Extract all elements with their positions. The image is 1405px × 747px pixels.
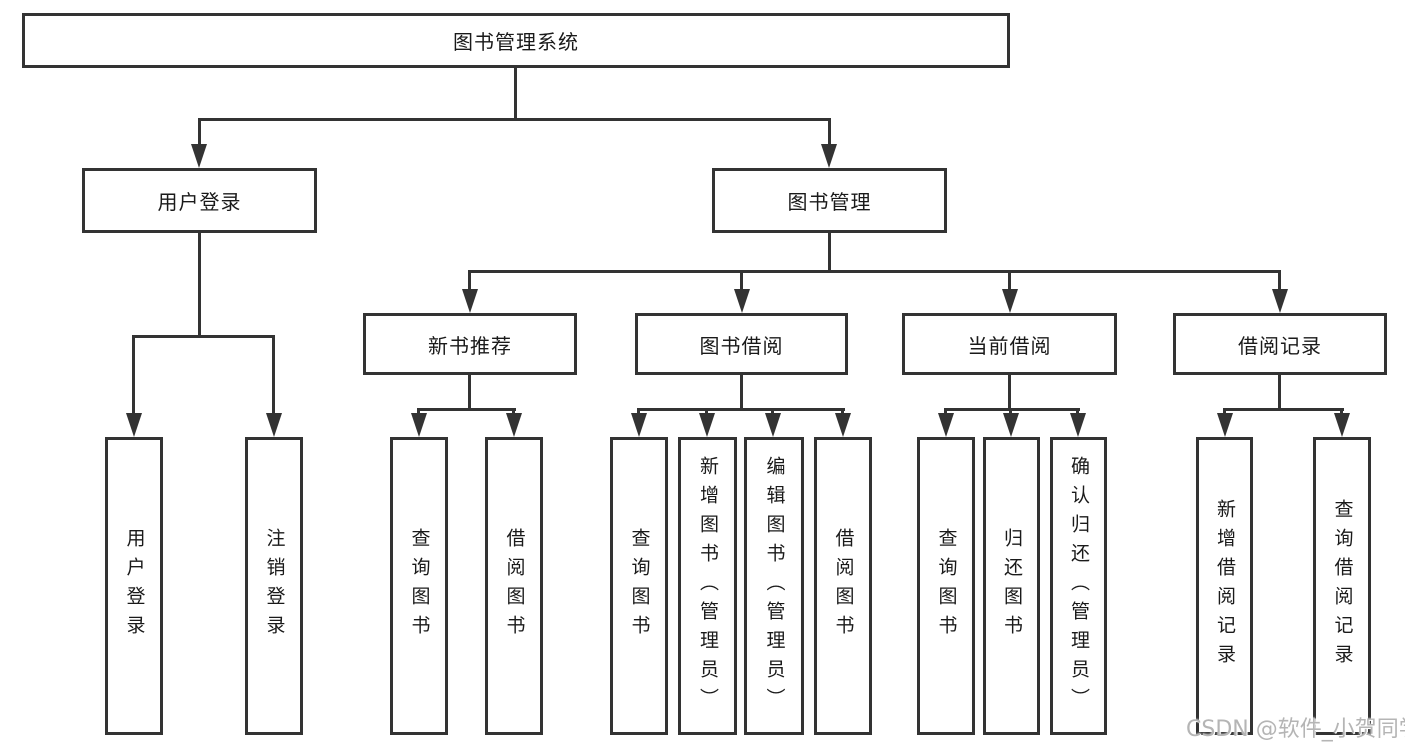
arrowhead-icon [938, 413, 954, 437]
leaf-query-books: 查询图书 [390, 437, 448, 735]
connector-line [132, 335, 275, 338]
arrowhead-icon [126, 413, 142, 437]
arrowhead-icon [1002, 289, 1018, 313]
arrowhead-icon [631, 413, 647, 437]
leaf-label: 新增图书（管理员） [697, 455, 719, 717]
leaf-label: 归还图书 [1001, 528, 1023, 644]
connector-line [468, 270, 471, 295]
connector-line [1008, 375, 1011, 408]
connector-line [828, 233, 831, 270]
arrowhead-icon [506, 413, 522, 437]
leaf-query-books: 查询图书 [610, 437, 668, 735]
arrowhead-icon [1003, 413, 1019, 437]
leaf-edit-books-admin: 编辑图书（管理员） [744, 437, 804, 735]
node-book-management: 图书管理 [712, 168, 947, 233]
node-current-borrow: 当前借阅 [902, 313, 1117, 375]
leaf-label: 用户登录 [123, 528, 146, 644]
leaf-user-login: 用户登录 [105, 437, 163, 735]
watermark-text: CSDN @软件_小贺同学 [1186, 717, 1405, 742]
leaf-label: 确认归还（管理员） [1068, 455, 1090, 717]
leaf-label: 注销登录 [263, 528, 286, 644]
leaf-label: 查询图书 [408, 528, 431, 644]
connector-line [198, 233, 201, 335]
connector-line [198, 118, 201, 148]
arrowhead-icon [734, 289, 750, 313]
connector-line [132, 335, 135, 417]
connector-line [272, 335, 275, 417]
leaf-borrow-books: 借阅图书 [485, 437, 543, 735]
leaf-label: 查询图书 [935, 528, 958, 644]
connector-line [740, 375, 743, 408]
leaf-query-borrow-record: 查询借阅记录 [1313, 437, 1371, 735]
node-root: 图书管理系统 [22, 13, 1010, 68]
leaf-add-borrow-record: 新增借阅记录 [1196, 437, 1253, 735]
arrowhead-icon [699, 413, 715, 437]
connector-line [740, 270, 743, 295]
leaf-label: 借阅图书 [503, 528, 526, 644]
leaf-confirm-return-admin: 确认归还（管理员） [1050, 437, 1107, 735]
arrowhead-icon [462, 289, 478, 313]
arrowhead-icon [266, 413, 282, 437]
arrowhead-icon [1070, 413, 1086, 437]
node-new-book-recommend: 新书推荐 [363, 313, 577, 375]
arrowhead-icon [411, 413, 427, 437]
leaf-add-books-admin: 新增图书（管理员） [678, 437, 737, 735]
connector-line [828, 118, 831, 148]
leaf-label: 新增借阅记录 [1214, 499, 1236, 673]
connector-line [637, 408, 845, 411]
arrowhead-icon [1217, 413, 1233, 437]
arrowhead-icon [1272, 289, 1288, 313]
connector-line [1278, 270, 1281, 295]
arrowhead-icon [835, 413, 851, 437]
connector-line [1008, 270, 1011, 295]
arrowhead-icon [1334, 413, 1350, 437]
leaf-query-books: 查询图书 [917, 437, 975, 735]
connector-line [1223, 408, 1344, 411]
node-borrow-record: 借阅记录 [1173, 313, 1387, 375]
leaf-label: 查询借阅记录 [1331, 499, 1354, 673]
connector-line [1278, 375, 1281, 408]
leaf-label: 查询图书 [628, 528, 651, 644]
connector-line [468, 375, 471, 408]
arrowhead-icon [821, 144, 837, 168]
connector-line [944, 408, 1080, 411]
leaf-label: 编辑图书（管理员） [763, 455, 786, 717]
leaf-borrow-books: 借阅图书 [814, 437, 872, 735]
leaf-label: 借阅图书 [832, 528, 855, 644]
arrowhead-icon [191, 144, 207, 168]
connector-line [514, 68, 517, 118]
node-book-borrow: 图书借阅 [635, 313, 848, 375]
connector-line [198, 118, 831, 121]
connector-line [417, 408, 516, 411]
leaf-return-books: 归还图书 [983, 437, 1040, 735]
arrowhead-icon [765, 413, 781, 437]
connector-line [468, 270, 1281, 273]
leaf-logout: 注销登录 [245, 437, 303, 735]
node-user-login: 用户登录 [82, 168, 317, 233]
